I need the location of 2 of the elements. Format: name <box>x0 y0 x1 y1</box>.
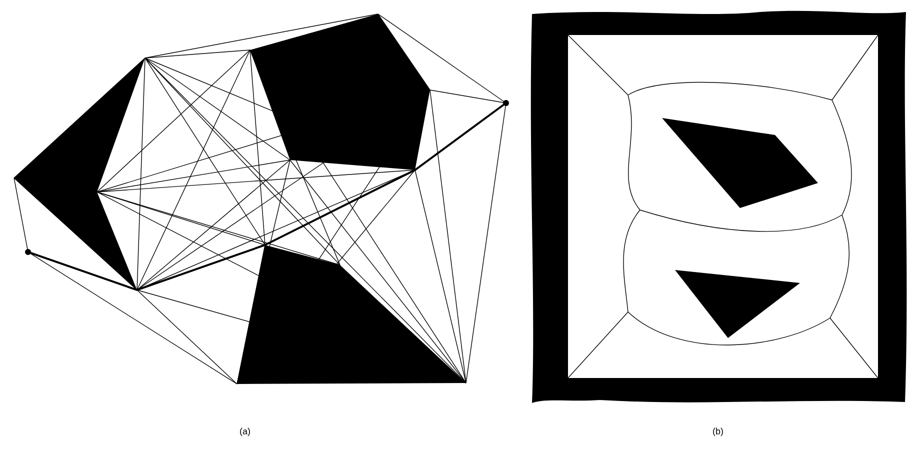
panel-label: (a) <box>240 428 250 436</box>
panel-label: (b) <box>713 428 723 436</box>
